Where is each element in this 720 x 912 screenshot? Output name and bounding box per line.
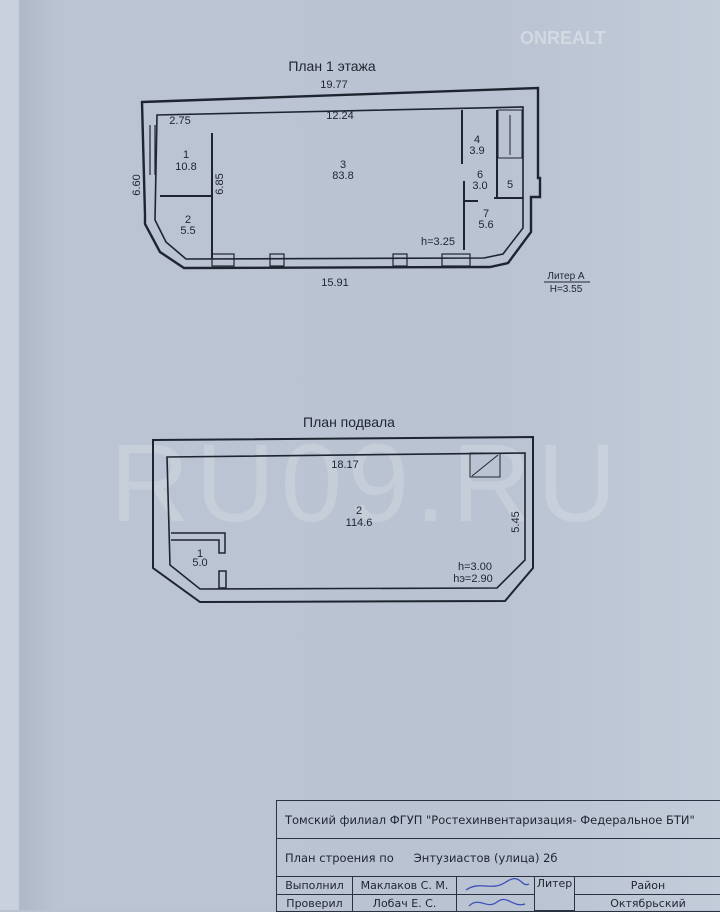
stamp-district: Октябрьский xyxy=(610,896,686,910)
room7-number: 7 xyxy=(483,208,489,220)
basement-stairs-arrow xyxy=(471,454,499,477)
stamp-address-row: План строения по Энтузиастов (улица) 2б xyxy=(277,839,720,877)
stamp-checked-by: Лобач Е. С. xyxy=(353,895,457,911)
dim-top-outer: 19.77 xyxy=(320,79,348,91)
title-block: Томский филиал ФГУП "Ростехинвентаризаци… xyxy=(276,800,720,912)
room3-number: 3 xyxy=(340,159,346,171)
signature-1 xyxy=(457,877,535,895)
floor1-ceiling-height: h=3.25 xyxy=(421,236,455,248)
basement-stairs xyxy=(469,452,501,478)
basement-dim-top: 18.17 xyxy=(331,459,359,471)
dim-top-inner: 12.24 xyxy=(326,110,354,122)
room1-area: 10.8 xyxy=(175,161,196,173)
floor1-plan xyxy=(140,86,542,270)
room6-area: 3.0 xyxy=(472,180,487,192)
stamp-org: Томский филиал ФГУП "Ростехинвентаризаци… xyxy=(285,812,695,827)
stamp-checked-label: Проверил xyxy=(277,895,353,911)
corner-watermark: ONREALT xyxy=(520,28,606,48)
basement-room1-door xyxy=(218,570,227,589)
basement-dim-right: 5.45 xyxy=(510,511,522,532)
basement-effective-height: hэ=2.90 xyxy=(453,573,493,585)
basement-labels: План подвала 18.17 5.45 2 114.6 1 5.0 h=… xyxy=(192,414,522,585)
basement-title: План подвала xyxy=(303,414,395,430)
basement-inner-wall xyxy=(166,452,526,590)
basement-room1-wall xyxy=(171,532,226,554)
floor1-outer-wall xyxy=(140,86,542,270)
room4-area: 3.9 xyxy=(469,145,484,157)
room6-number: 6 xyxy=(477,169,483,181)
room7-area: 5.6 xyxy=(478,219,493,231)
stamp-district-label: Район xyxy=(575,877,720,895)
floor1-labels: План 1 этажа 19.77 12.24 2.75 6.60 6.85 … xyxy=(131,58,590,295)
signature-2 xyxy=(457,895,535,911)
basement-room2-number: 2 xyxy=(356,505,362,517)
dim-left-height: 6.60 xyxy=(131,174,143,195)
dim-bottom: 15.91 xyxy=(321,277,349,289)
room4-number: 4 xyxy=(474,134,480,146)
stamp-address: Энтузиастов (улица) 2б xyxy=(413,850,558,865)
stamp-liter-label: Литер xyxy=(535,877,575,911)
room2-area: 5.5 xyxy=(180,225,195,237)
floor1-title: План 1 этажа xyxy=(288,58,376,74)
basement-room1-area: 5.0 xyxy=(192,557,207,569)
basement-ceiling-height: h=3.00 xyxy=(458,561,492,573)
basement-plan xyxy=(152,435,534,604)
stamp-performed-by: Маклаков С. М. xyxy=(353,877,457,895)
floor1-inner-wall xyxy=(154,106,524,260)
dim-inner-height: 6.85 xyxy=(214,173,226,194)
room2-number: 2 xyxy=(185,214,191,226)
liter-height: H=3.55 xyxy=(550,284,583,295)
stamp-plan-label: План строения по xyxy=(285,850,394,865)
room1-number: 1 xyxy=(183,149,189,161)
stamp-performed-label: Выполнил xyxy=(277,877,353,895)
room3-area: 83.8 xyxy=(332,170,353,182)
basement-outer-wall xyxy=(152,435,534,604)
room5-number: 5 xyxy=(507,179,513,191)
stairs xyxy=(497,109,523,159)
liter-label: Литер А xyxy=(547,271,585,282)
dim-left-room: 2.75 xyxy=(169,115,190,127)
basement-room2-area: 114.6 xyxy=(346,517,373,529)
basement-room1-number: 1 xyxy=(197,548,203,560)
window-marks xyxy=(149,125,471,267)
stamp-org-row: Томский филиал ФГУП "Ростехинвентаризаци… xyxy=(277,801,720,839)
